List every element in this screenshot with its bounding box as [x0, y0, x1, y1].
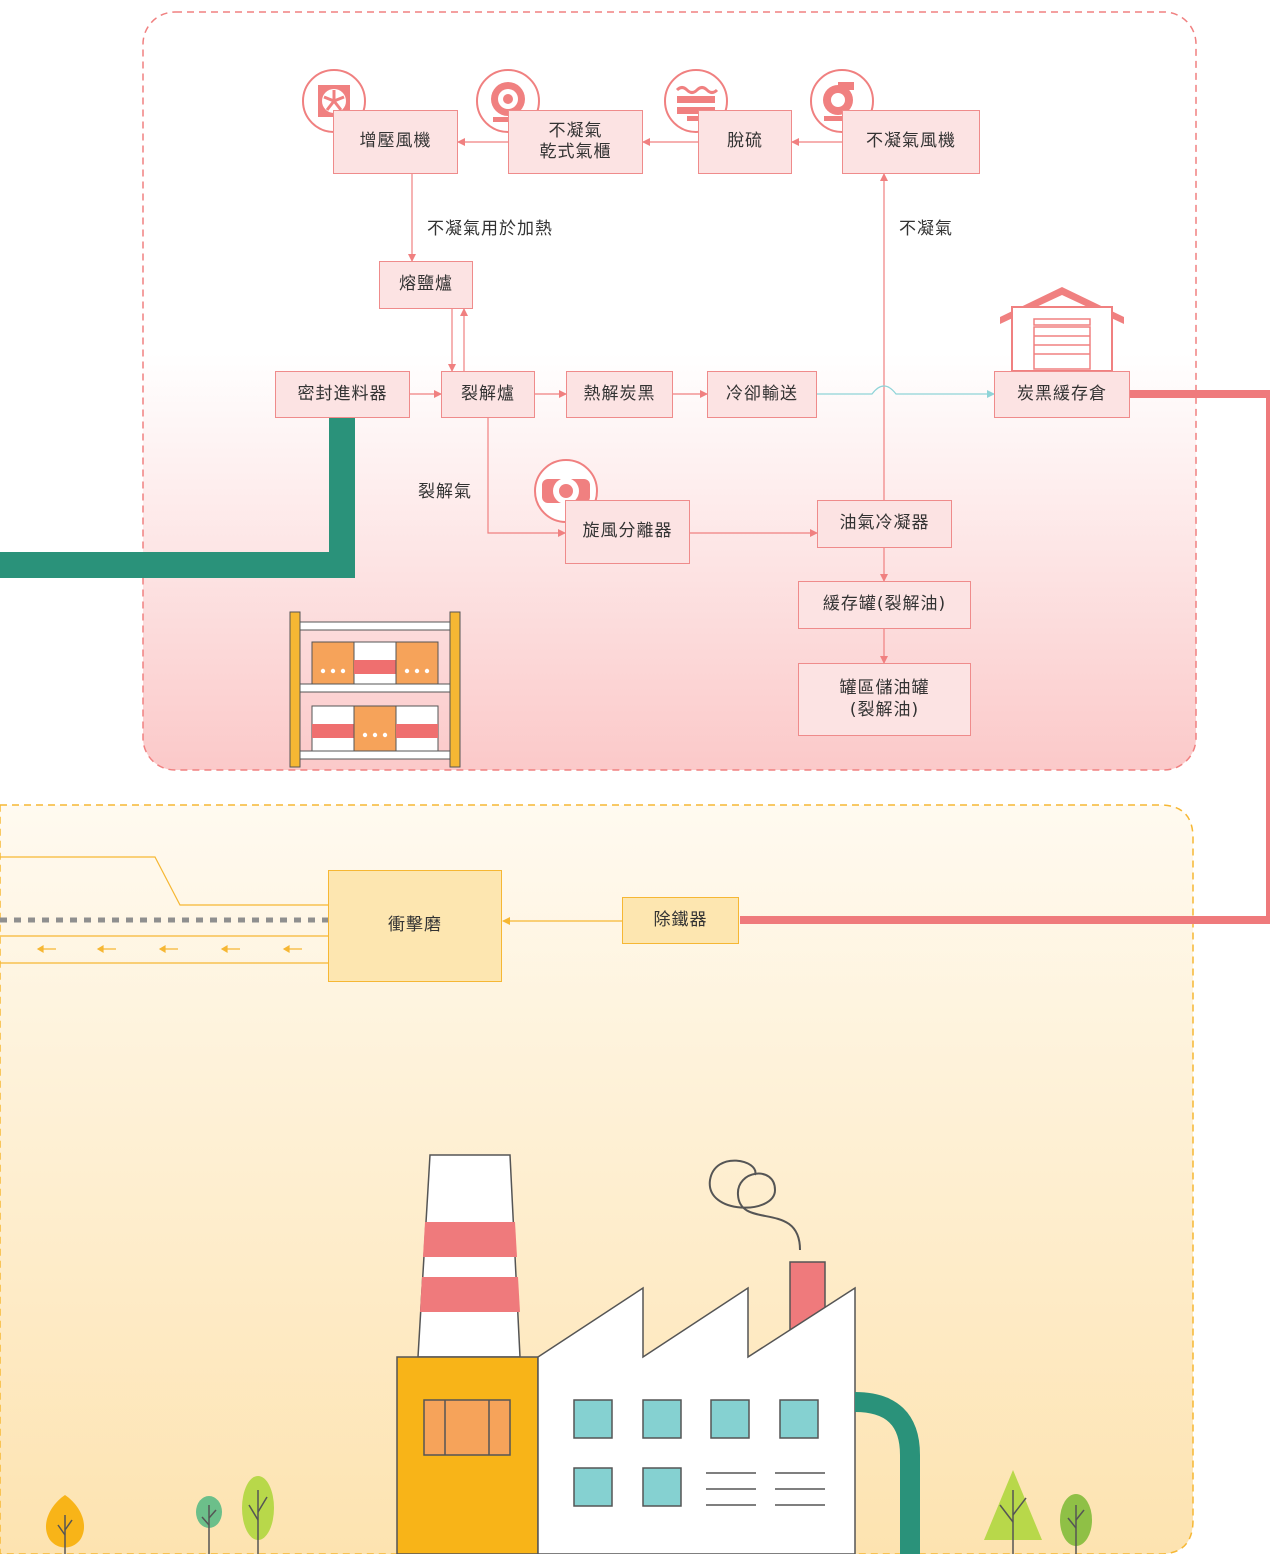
node-label: 旋風分離器: [582, 521, 673, 542]
node-label: 熔鹽爐: [399, 274, 453, 295]
node-carbon-black-storage: 炭黑緩存倉: [994, 371, 1130, 418]
node-molten-salt-furnace: 熔鹽爐: [379, 261, 473, 309]
factory-icon: [396, 1154, 920, 1554]
node-label: 油氣冷凝器: [839, 513, 930, 534]
node-desulfurization: 脫硫: [698, 110, 792, 174]
warehouse-icon: [1000, 287, 1124, 372]
node-label: 緩存罐(裂解油): [822, 594, 947, 615]
node-label: 衝擊磨: [388, 915, 442, 936]
label-ncg-heating: 不凝氣用於加熱: [427, 219, 553, 239]
node-label: 罐區儲油罐 (裂解油): [839, 678, 930, 720]
grinding-zone: [0, 804, 1194, 1554]
node-ncg-fan: 不凝氣風機: [842, 110, 980, 174]
node-cyclone-separator: 旋風分離器: [565, 500, 690, 564]
node-cooling-conveyor: 冷卻輸送: [707, 371, 817, 418]
green-feed-pipe: [0, 418, 355, 578]
node-buffer-tank: 緩存罐(裂解油): [798, 581, 971, 629]
node-label: 除鐵器: [653, 909, 708, 930]
node-label: 增壓風機: [359, 131, 432, 152]
node-oil-gas-condenser: 油氣冷凝器: [817, 500, 952, 548]
node-pyrolysis-furnace: 裂解爐: [441, 371, 535, 418]
node-impact-mill: 衝擊磨: [328, 870, 502, 982]
node-label: 密封進料器: [297, 383, 388, 404]
node-label: 炭黑緩存倉: [1017, 383, 1107, 404]
node-label: 不凝氣 乾式氣櫃: [539, 120, 612, 162]
node-booster-fan: 增壓風機: [333, 110, 458, 174]
node-label: 熱解炭黑: [583, 383, 656, 404]
storage-rack-icon: [289, 611, 461, 768]
node-iron-remover: 除鐵器: [622, 897, 739, 944]
node-label: 裂解爐: [461, 383, 515, 404]
node-tank-farm: 罐區儲油罐 (裂解油): [798, 663, 971, 736]
node-label: 不凝氣風機: [866, 131, 956, 152]
label-ncg: 不凝氣: [899, 219, 953, 239]
node-label: 冷卻輸送: [726, 383, 798, 404]
tree-icon: [45, 1470, 1092, 1554]
node-label: 脫硫: [727, 131, 763, 152]
node-sealed-feeder: 密封進料器: [275, 371, 410, 418]
node-pyrolysis-carbon-black: 熱解炭黑: [566, 371, 673, 418]
node-gas-holder: 不凝氣 乾式氣櫃: [508, 110, 643, 174]
red-transfer-pipe: [740, 390, 1270, 924]
label-pyrolysis-gas: 裂解氣: [418, 482, 472, 502]
